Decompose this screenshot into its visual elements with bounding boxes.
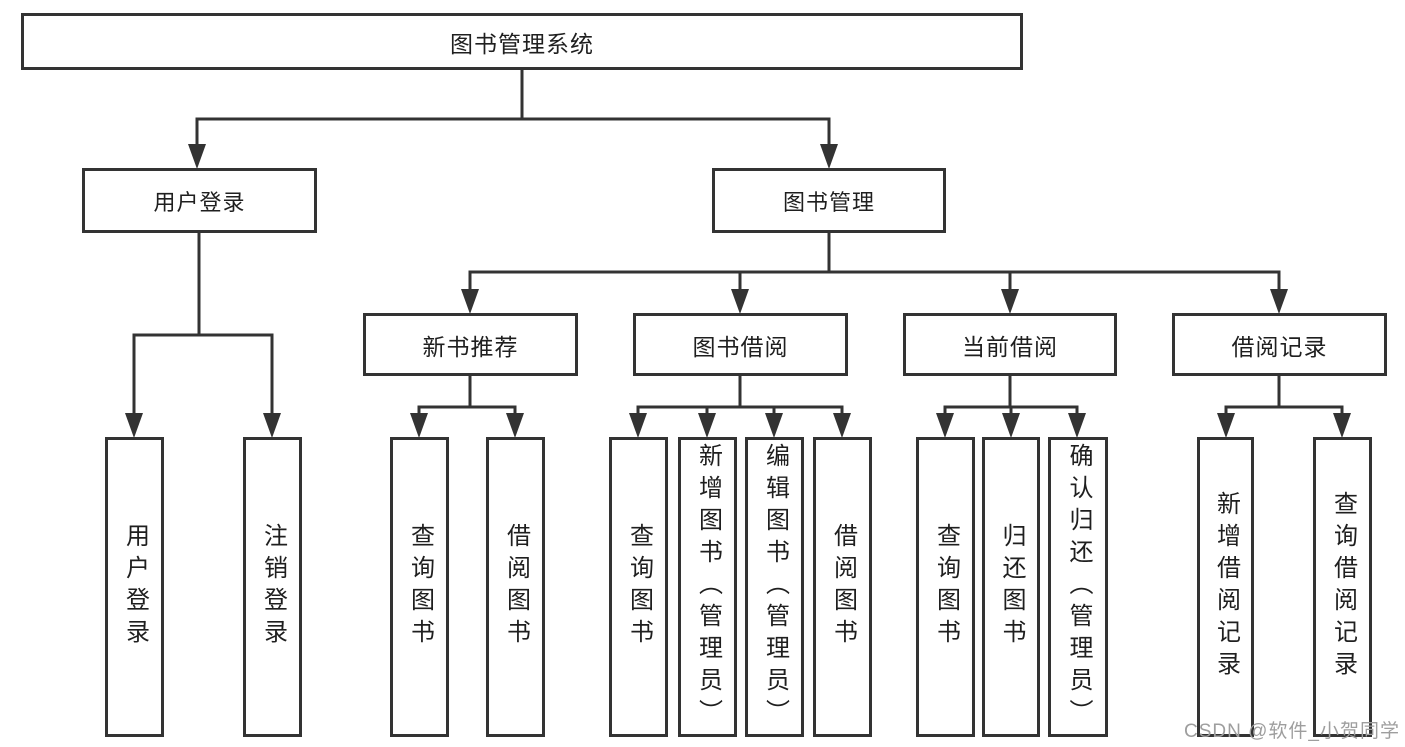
node-book-mgmt-branch: 图书管理 (712, 168, 946, 233)
leaf-label: 归还图书 (998, 523, 1025, 651)
arrow-down-icon (410, 413, 428, 438)
leaf-query-borrow-record: 查询借阅记录 (1313, 437, 1372, 737)
node-user-login-branch: 用户登录 (82, 168, 317, 233)
arrow-down-icon (731, 289, 749, 314)
leaf-label: 查询图书 (625, 523, 653, 651)
leaf-logout: 注销登录 (243, 437, 302, 737)
watermark: CSDN @软件_小贺同学 (1184, 721, 1400, 742)
arrow-down-icon (1217, 413, 1235, 438)
arrow-down-icon (833, 413, 851, 438)
arrow-down-icon (506, 413, 524, 438)
node-label: 图书管理 (782, 189, 875, 215)
arrow-down-icon (1001, 289, 1019, 314)
node-root-label: 图书管理系统 (450, 30, 594, 57)
connector-lines (132, 69, 1344, 415)
node-label: 图书借阅 (692, 333, 789, 360)
leaf-label: 查询图书 (406, 523, 434, 651)
arrow-down-icon (188, 144, 206, 169)
node-borrow-records: 借阅记录 (1172, 313, 1387, 376)
node-label: 借阅记录 (1231, 333, 1328, 360)
arrow-down-icon (698, 413, 716, 438)
leaf-add-borrow-record: 新增借阅记录 (1197, 437, 1254, 737)
leaf-label: 注销登录 (259, 523, 287, 651)
node-label: 新书推荐 (422, 333, 519, 360)
node-root: 图书管理系统 (21, 13, 1023, 70)
leaf-confirm-return-admin: 确认归还（管理员） (1048, 437, 1108, 737)
leaf-query-books: 查询图书 (609, 437, 668, 737)
arrow-down-icon (1333, 413, 1351, 438)
leaf-label: 用户登录 (121, 523, 149, 651)
node-book-borrow: 图书借阅 (633, 313, 848, 376)
node-label: 用户登录 (153, 189, 246, 215)
arrow-down-icons (125, 144, 1351, 438)
leaf-label: 查询图书 (932, 523, 960, 651)
leaf-label: 编辑图书（管理员） (761, 443, 789, 731)
leaf-label: 借阅图书 (829, 523, 857, 651)
node-new-book-rec: 新书推荐 (363, 313, 578, 376)
leaf-return-books: 归还图书 (982, 437, 1040, 737)
leaf-query-books: 查询图书 (916, 437, 975, 737)
leaf-user-login: 用户登录 (105, 437, 164, 737)
leaf-borrow-books: 借阅图书 (486, 437, 545, 737)
arrow-down-icon (1068, 413, 1086, 438)
leaf-edit-books-admin: 编辑图书（管理员） (745, 437, 804, 737)
leaf-label: 新增图书（管理员） (694, 443, 722, 731)
arrow-down-icon (820, 144, 838, 169)
arrow-down-icon (1002, 413, 1020, 438)
arrow-down-icon (765, 413, 783, 438)
arrow-down-icon (936, 413, 954, 438)
leaf-borrow-books: 借阅图书 (813, 437, 872, 737)
leaf-label: 新增借阅记录 (1212, 491, 1240, 683)
node-current-borrow: 当前借阅 (903, 313, 1117, 376)
arrow-down-icon (1270, 289, 1288, 314)
arrow-down-icon (461, 289, 479, 314)
node-label: 当前借阅 (962, 333, 1058, 360)
leaf-label: 借阅图书 (502, 523, 530, 651)
leaf-label: 查询借阅记录 (1329, 491, 1357, 683)
leaf-label: 确认归还（管理员） (1065, 443, 1092, 731)
arrow-down-icon (629, 413, 647, 438)
leaf-add-books-admin: 新增图书（管理员） (678, 437, 737, 737)
leaf-query-books: 查询图书 (390, 437, 449, 737)
arrow-down-icon (125, 413, 143, 438)
arrow-down-icon (263, 413, 281, 438)
